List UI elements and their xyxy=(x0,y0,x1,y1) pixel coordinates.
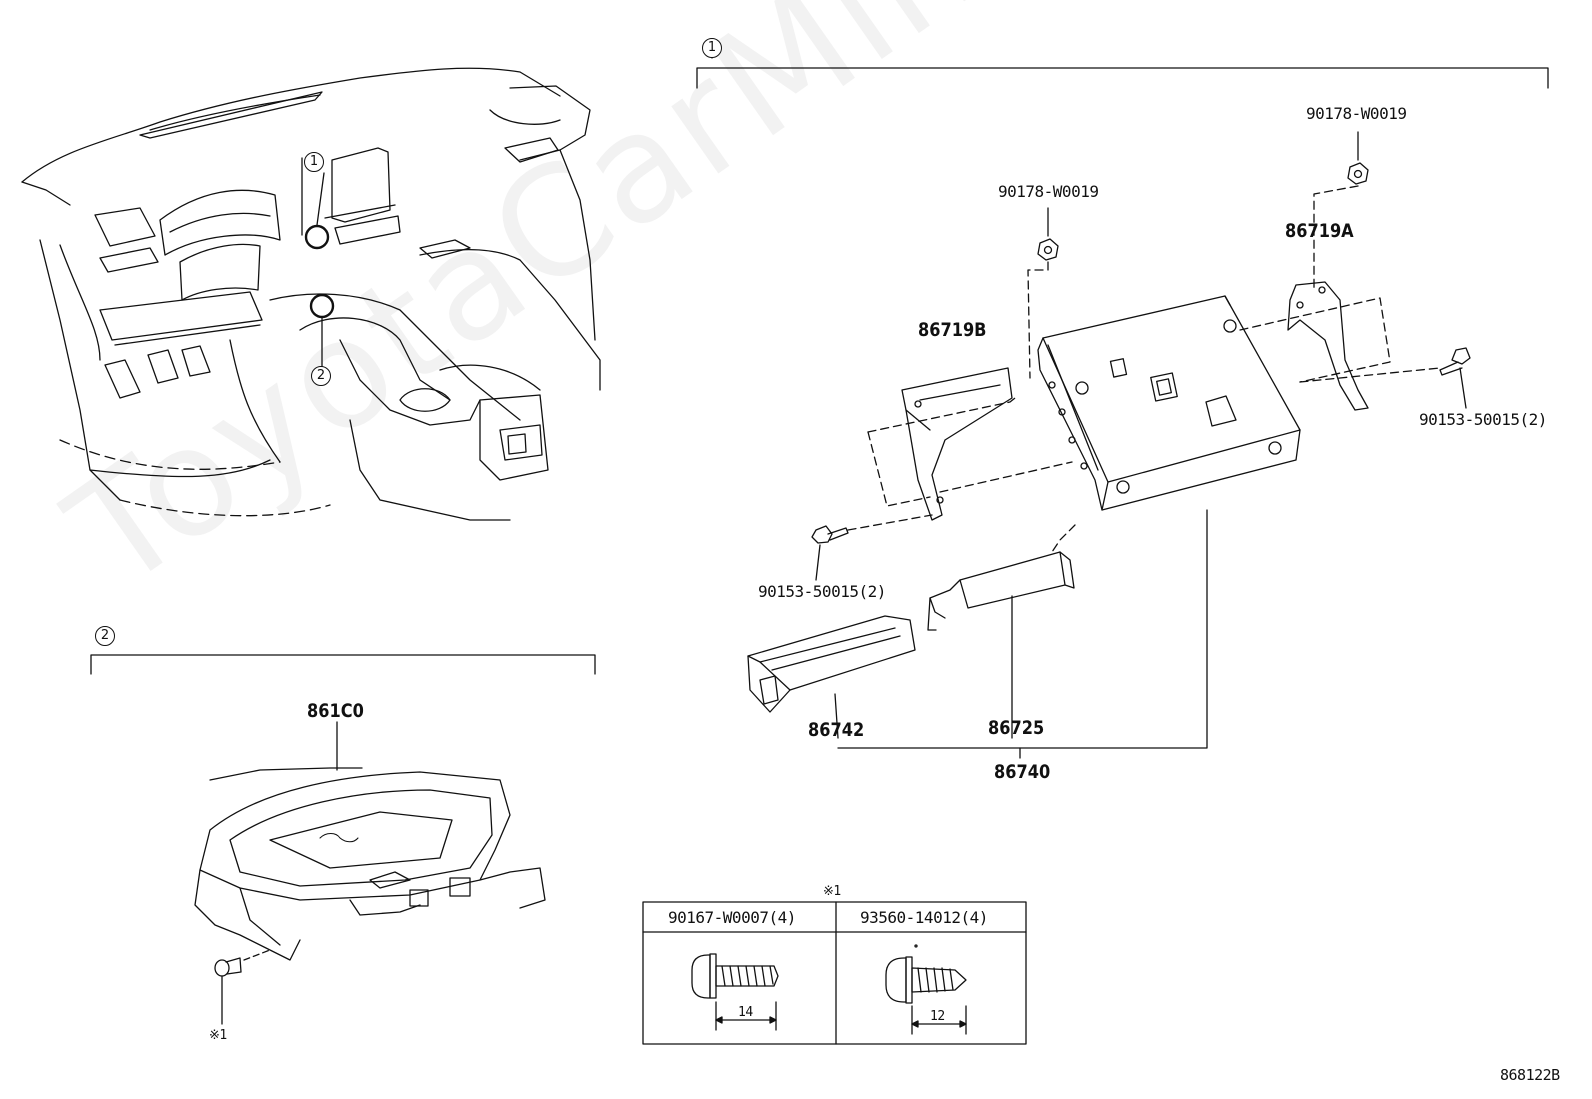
dashboard-illustration xyxy=(21,67,601,521)
dashboard-callout-1: 1 xyxy=(304,152,324,172)
section-1-marker: 1 xyxy=(702,38,722,58)
module-86740 xyxy=(1037,295,1301,511)
bracket-86740 xyxy=(837,509,1208,749)
label-90153-left: 90153-50015(2) xyxy=(758,582,886,601)
bracket-86719B xyxy=(901,367,1013,521)
table-header-col-1: 90167-W0007(4) xyxy=(668,908,796,927)
table-header-col-2: 93560-14012(4) xyxy=(860,908,988,927)
label-90178-mid: 90178-W0019 xyxy=(998,182,1099,201)
label-861C0: 861C0 xyxy=(307,700,364,722)
label-86740: 86740 xyxy=(994,761,1051,783)
charger-861C0 xyxy=(194,721,546,961)
bolt-90153-left xyxy=(811,525,849,581)
label-86719A: 86719A xyxy=(1285,220,1354,242)
label-86725: 86725 xyxy=(988,717,1045,739)
nut-90178-top xyxy=(1347,131,1369,185)
table-title: ※1 xyxy=(823,884,841,899)
label-90153-right: 90153-50015(2) xyxy=(1419,410,1547,429)
bolt-90153-right xyxy=(1439,347,1471,409)
section-2-marker: 2 xyxy=(95,626,115,646)
tray-86742 xyxy=(747,615,916,739)
label-90178-top: 90178-W0019 xyxy=(1306,104,1407,123)
module-86725 xyxy=(927,551,1075,739)
label-86742: 86742 xyxy=(808,719,865,741)
diagram-code: 868122B xyxy=(1500,1066,1560,1084)
label-86719B: 86719B xyxy=(918,319,987,341)
table-length-col-1: 14 xyxy=(738,1005,753,1020)
table-length-col-2: 12 xyxy=(930,1009,945,1024)
section-1-bracket xyxy=(696,67,1549,89)
dashed-leaders xyxy=(847,185,1441,553)
dashboard-callout-2: 2 xyxy=(311,366,331,386)
screw-note-1 xyxy=(214,949,271,1025)
section-2-bracket xyxy=(90,654,596,675)
nut-90178-mid xyxy=(1037,207,1059,261)
label-note-1-bolt: ※1 xyxy=(209,1028,227,1043)
fastener-table xyxy=(642,901,1027,1045)
bracket-86719A xyxy=(1287,281,1369,411)
